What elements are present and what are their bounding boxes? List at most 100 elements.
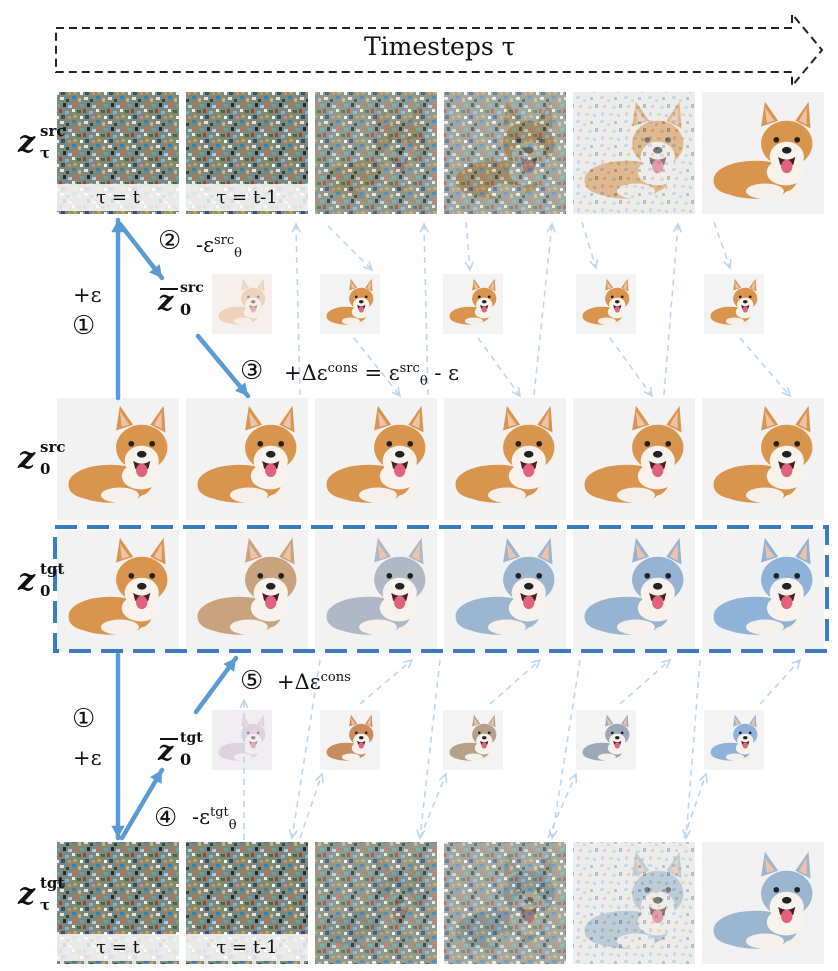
row-label-base: z <box>18 877 36 912</box>
dashed-arrow-top-mid-2-head <box>511 386 522 398</box>
noise-image-z-tau-tgt-4 <box>573 842 695 964</box>
dashed-arrow-top-mid-4 <box>739 337 791 397</box>
row-label-base: z <box>18 441 36 476</box>
row-label-base: z <box>18 125 36 160</box>
step-4-sub: θ <box>228 818 237 834</box>
dashed-arrow-bot-c4 <box>759 659 801 705</box>
step-4-sup: tgt <box>209 805 229 820</box>
row-label-z-tau-src: z src τ <box>18 122 65 162</box>
dashed-arrow-bot-c1 <box>359 659 413 705</box>
step-1-marker-top: ① <box>72 311 96 341</box>
dashed-arrow-top-down-1 <box>327 225 373 271</box>
blur-overlay-src <box>212 274 272 334</box>
dashed-arrow-top-down-2-head <box>464 261 474 272</box>
dashed-arrow-bot-b3 <box>547 773 577 839</box>
dashed-arrow-top-mid-3 <box>609 337 653 397</box>
dashed-arrow-top-up-4 <box>663 223 679 396</box>
dashed-arrow-bot-d1 <box>291 659 321 839</box>
dashed-arrow-bot-b2-head <box>438 772 448 784</box>
dashed-arrow-bot-b1 <box>299 773 323 839</box>
plus-epsilon-label-bottom: +ε <box>73 746 102 770</box>
step-3-text-b-sub: θ <box>419 374 428 390</box>
dashed-arrow-bot-d4 <box>685 659 701 839</box>
dashed-arrow-bot-b4 <box>683 773 707 839</box>
dashed-arrow-bot-c2-head <box>531 658 542 669</box>
step-5-marker: ⑤ <box>240 666 264 696</box>
solid-arrow-pred-tgt-head <box>149 770 162 784</box>
step-4-text: -ε <box>192 805 210 829</box>
step-4-marker: ④ <box>154 803 178 833</box>
noise-image-z-tau-src-4 <box>573 92 695 214</box>
step-3-text-a: +Δε <box>284 361 328 385</box>
row-label-z-0-src: z src 0 <box>18 438 65 478</box>
step-label-bottom-t-1: τ = t-1 <box>186 934 308 961</box>
dashed-arrow-bot-a-head <box>239 698 249 709</box>
step-2-sup: src <box>213 233 235 248</box>
step-2-formula: -εsrcθ <box>196 234 242 260</box>
dashed-arrow-top-down-1-head <box>363 261 374 272</box>
row-label-sup: tgt <box>40 874 65 892</box>
dashed-arrow-top-up-4-head <box>672 222 682 233</box>
row-label-sup: src <box>40 122 66 140</box>
dashed-arrow-bot-d2 <box>419 659 441 839</box>
tgt-highlight-box <box>53 525 829 653</box>
dashed-arrow-bot-d1-head <box>288 829 298 840</box>
noise-image-z-tau-src-3 <box>444 92 566 214</box>
dashed-arrow-top-down-3 <box>581 221 597 269</box>
overbar <box>160 738 178 740</box>
step-3-text-a-sup: cons <box>327 361 358 376</box>
step-5-formula: +Δεcons <box>277 671 351 693</box>
dashed-arrow-top-mid-2 <box>477 337 521 397</box>
step-3-marker: ③ <box>240 356 264 386</box>
dashed-arrow-top-mid-4-head <box>781 387 792 398</box>
dashed-arrow-bot-c3 <box>619 659 671 705</box>
dashed-arrow-bot-b2 <box>419 773 447 839</box>
solid-arrow-pred-tgt <box>119 767 165 841</box>
noise-image-z-tau-src-2 <box>315 92 437 214</box>
dashed-arrow-bot-d4-head <box>681 829 692 840</box>
step-4-formula: -εtgtθ <box>192 806 237 832</box>
dashed-arrow-top-down-4-head <box>723 258 732 270</box>
dashed-arrow-bot-d2-head <box>416 829 426 840</box>
blur-overlay-tgt <box>212 710 272 770</box>
step-3-text-b: = ε <box>364 361 400 385</box>
step-5-text: +Δε <box>277 670 321 694</box>
dashed-arrow-top-up-2-head <box>419 222 429 233</box>
dashed-arrow-bot-c3-head <box>661 658 672 669</box>
dashed-arrow-bot-d3-head <box>548 829 558 840</box>
dashed-arrow-top-up-3-head <box>546 222 556 233</box>
solid-arrow-cons-tgt-head <box>223 658 236 672</box>
z0bar-tgt-sub: 0 <box>180 750 192 769</box>
row-label-sub: τ <box>40 896 51 914</box>
noise-image-z-tau-tgt-3 <box>444 842 566 964</box>
dashed-arrow-top-mid-3-head <box>643 386 654 398</box>
step-3-text-c: - ε <box>434 361 459 385</box>
dashed-arrow-top-down-2 <box>465 221 471 271</box>
step-2-text: -ε <box>196 233 214 257</box>
dashed-arrow-top-mid-1-head <box>391 387 402 398</box>
overbar <box>160 288 178 290</box>
dashed-arrow-bot-c2 <box>489 659 541 705</box>
step-2-sub: θ <box>234 246 242 262</box>
row-label-sub: τ <box>40 144 51 162</box>
row-label-sub: 0 <box>40 582 51 600</box>
dashed-arrow-bot-d3 <box>551 659 581 839</box>
dashed-arrow-top-mid-1 <box>353 337 401 397</box>
step-1-marker-bottom: ① <box>72 704 96 734</box>
plus-epsilon-label-top: +ε <box>73 283 102 307</box>
row-label-sub: 0 <box>40 460 51 478</box>
step-label-top-t-1: τ = t-1 <box>186 184 308 211</box>
dashed-arrow-bot-c4-head <box>791 658 802 669</box>
row-label-sup: src <box>40 438 66 456</box>
row-label-z-0-tgt: z tgt 0 <box>18 560 64 600</box>
timesteps-arrow <box>55 11 824 89</box>
step-5-sup: cons <box>320 670 351 685</box>
solid-arrow-add-noise-bot-head <box>111 825 125 838</box>
dashed-arrow-top-down-3-head <box>589 258 599 270</box>
step-3-formula: +Δεcons = εsrcθ - ε <box>284 362 459 388</box>
step-label-top-t: τ = t <box>57 184 179 211</box>
z0bar-tgt-sup: tgt <box>180 730 203 746</box>
timesteps-title: Timesteps τ <box>364 32 516 61</box>
step-2-marker: ② <box>158 226 182 256</box>
